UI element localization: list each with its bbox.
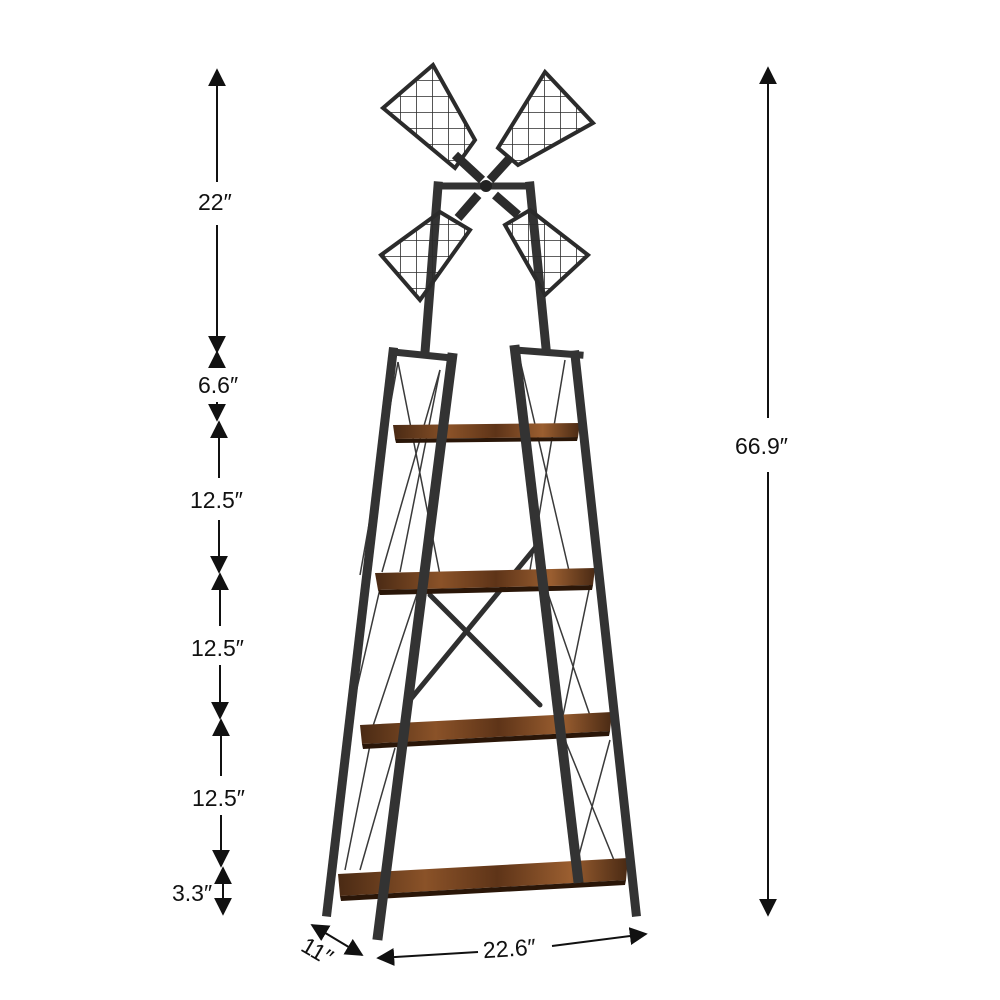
width-label: 22.6″ [482,934,537,964]
gap-top-label: 6.6″ [198,372,238,398]
shelf-2 [375,568,595,595]
bottom-clearance-label: 3.3″ [172,880,212,906]
total-height-label: 66.9″ [735,433,788,459]
blade-bottom-left [378,192,482,304]
blade-top-left [379,61,486,184]
shelf-spacing-1-label: 12.5″ [190,487,243,513]
blade-hub [480,180,492,192]
shelf-3 [360,712,612,749]
shelf-1 [393,423,580,443]
shelf-4 [338,858,628,901]
blade-top-right [486,68,597,184]
windmill-height-label: 22″ [198,189,232,215]
blade-bottom-right [492,191,592,299]
side-cross-wires [344,359,619,871]
shelf-illustration [322,61,641,941]
windmill-blades [378,61,597,304]
shelf-spacing-3-label: 12.5″ [192,785,245,811]
dimension-lines [208,66,777,967]
shelf-spacing-2-label: 12.5″ [191,635,244,661]
